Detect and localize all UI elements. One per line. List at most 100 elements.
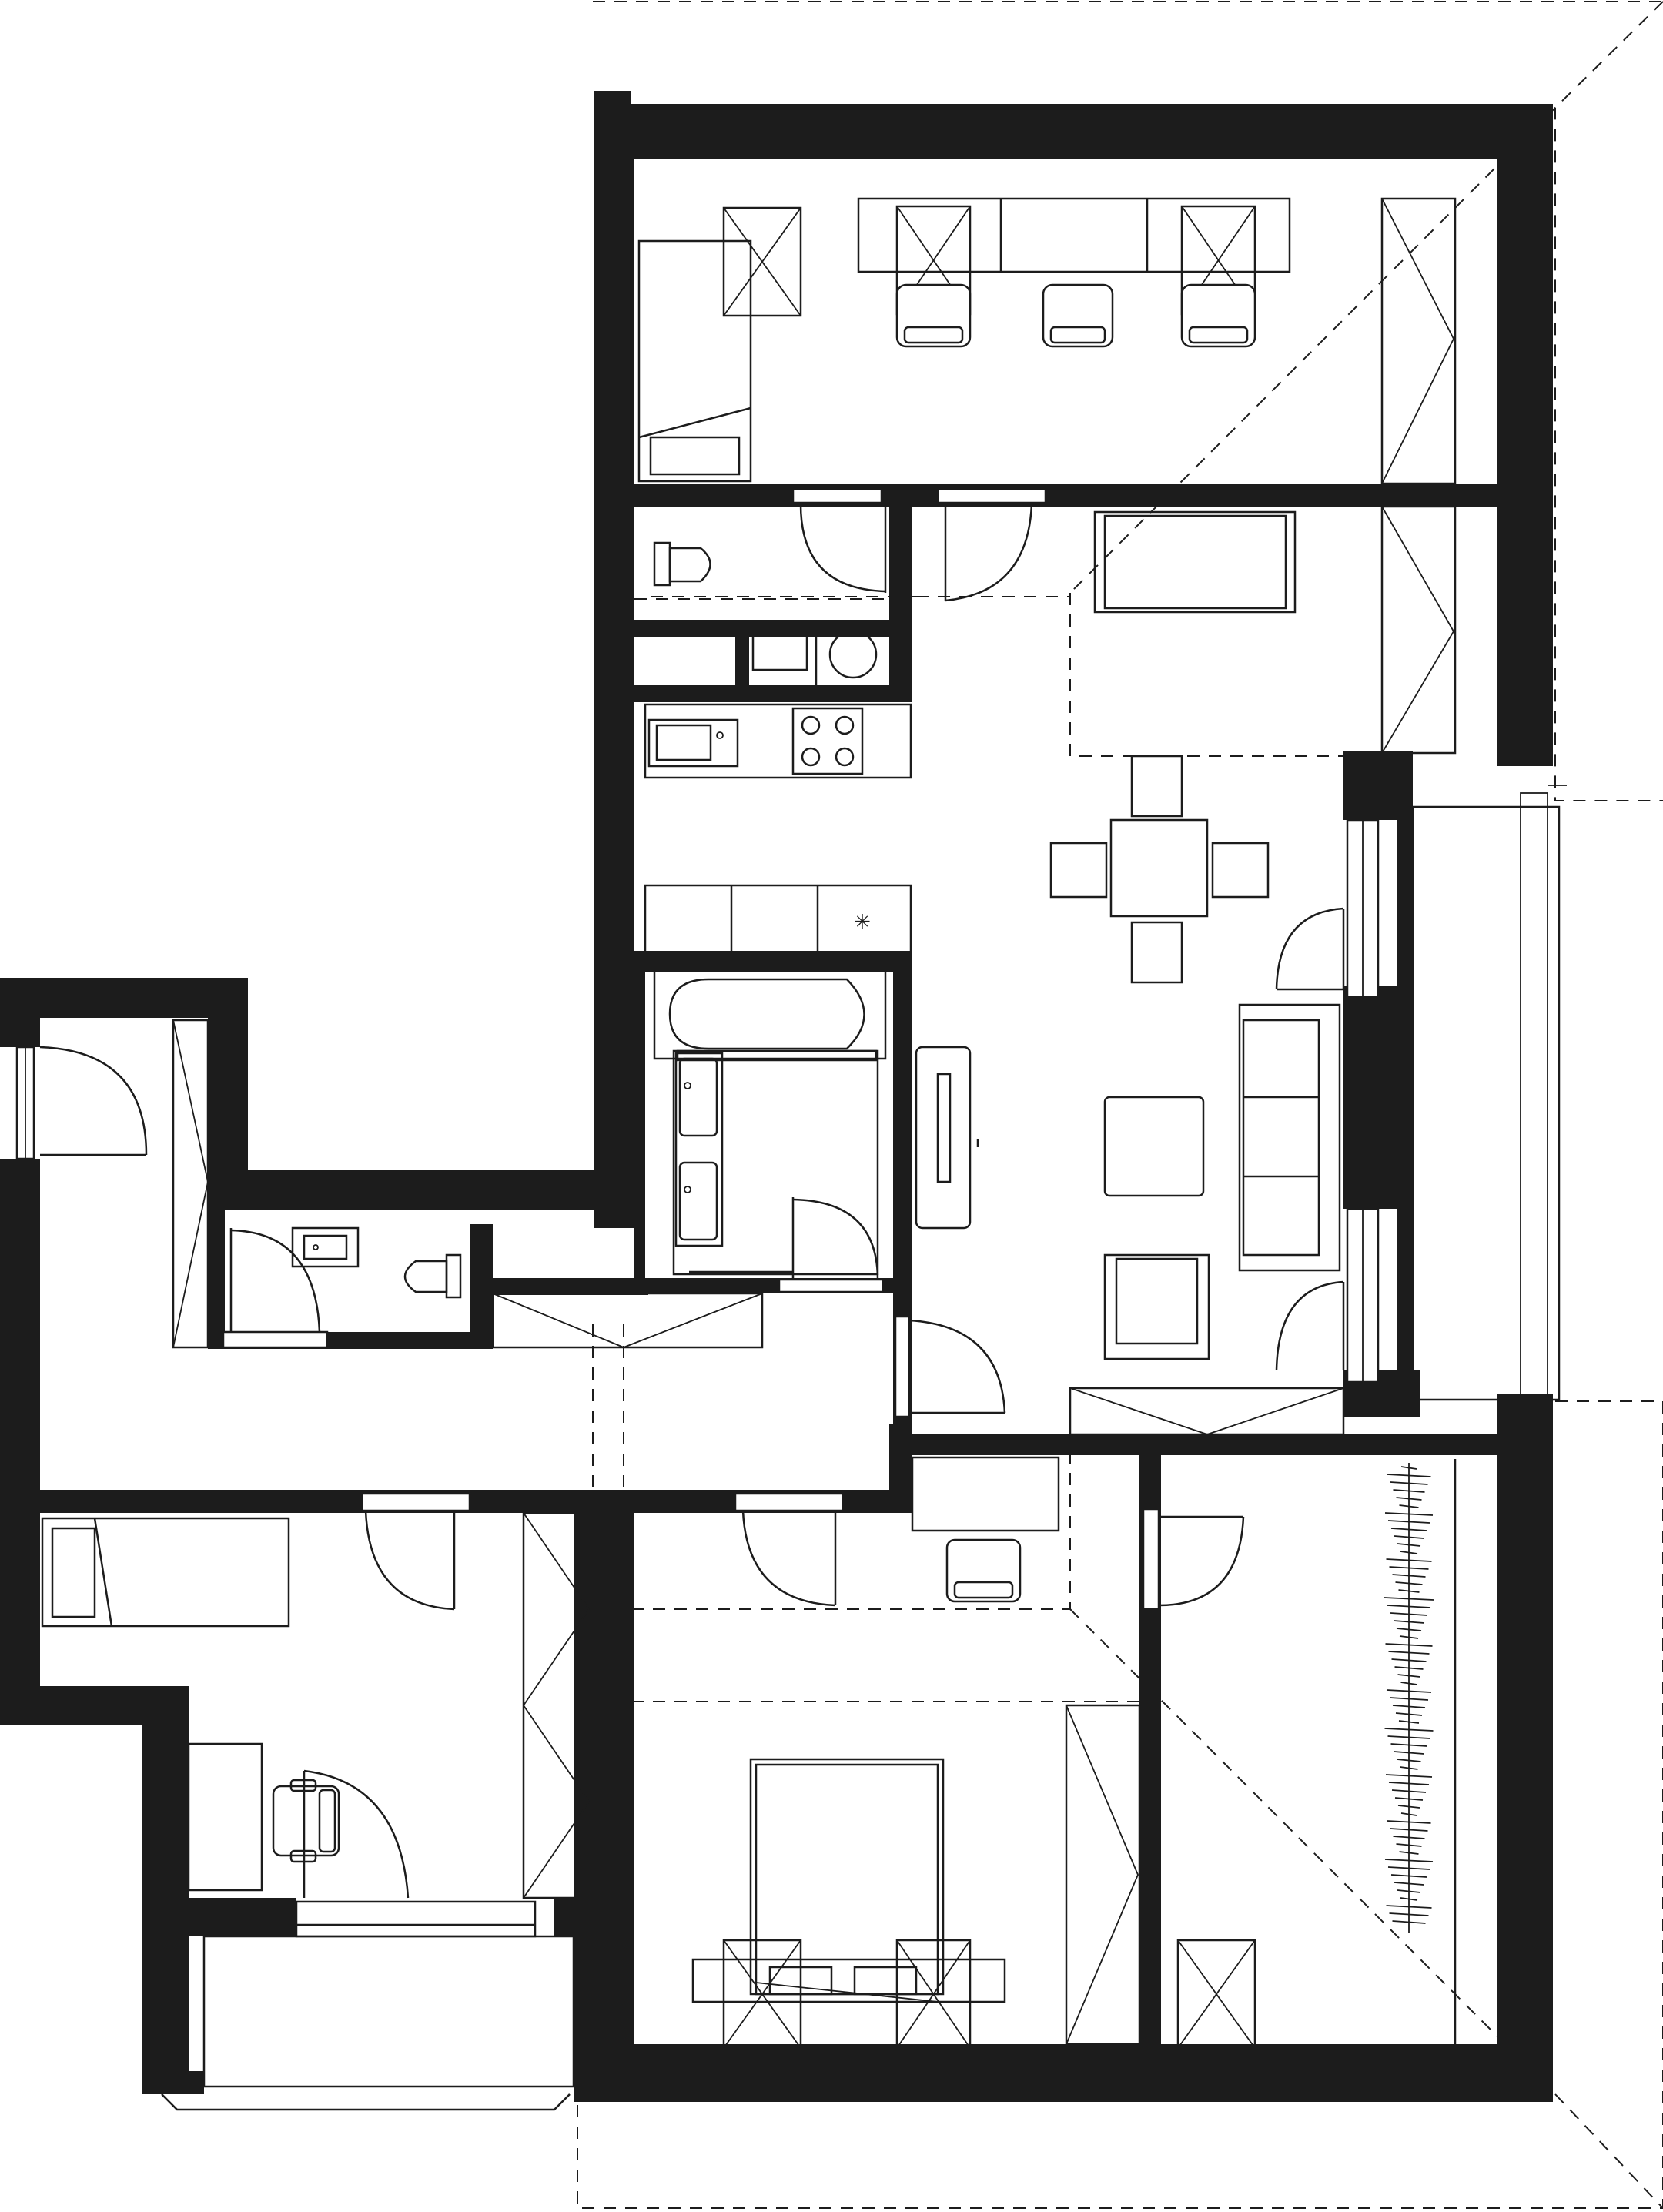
toilet bbox=[403, 1253, 462, 1299]
bathroom-floor bbox=[672, 1049, 879, 1276]
bedroom-bottom bbox=[691, 1456, 1141, 2050]
hanger bbox=[1394, 1751, 1424, 1755]
wash-basin bbox=[291, 1226, 360, 1268]
entry-door[interactable] bbox=[39, 1046, 148, 1156]
desk bbox=[911, 1456, 1060, 1532]
hanger bbox=[1392, 1920, 1426, 1924]
coffee-table bbox=[1103, 1096, 1205, 1197]
hanger bbox=[1386, 1905, 1432, 1909]
bedroom-bottom-door[interactable] bbox=[734, 1492, 845, 1607]
hanger bbox=[1389, 1697, 1429, 1701]
hanger bbox=[1384, 1859, 1434, 1862]
chair bbox=[1211, 842, 1270, 899]
balcony-door-left[interactable] bbox=[303, 1769, 410, 1899]
hanger bbox=[1394, 1797, 1424, 1801]
desk bbox=[187, 1742, 263, 1892]
hanger bbox=[1399, 1851, 1419, 1855]
hanger bbox=[1390, 1612, 1428, 1616]
tv-console bbox=[915, 1046, 972, 1230]
wc-left-door[interactable] bbox=[222, 1228, 329, 1349]
hanger bbox=[1392, 1574, 1426, 1578]
sink bbox=[647, 718, 739, 768]
armchair bbox=[1103, 1253, 1210, 1360]
hanger bbox=[1396, 1497, 1422, 1501]
single-bed bbox=[41, 1517, 290, 1628]
hanger bbox=[1398, 1720, 1420, 1724]
hanger bbox=[1387, 1605, 1431, 1608]
double-sink bbox=[674, 1052, 724, 1247]
bedroom-left-door[interactable] bbox=[360, 1492, 471, 1611]
hanger bbox=[1390, 1743, 1427, 1747]
hanger bbox=[1385, 1643, 1433, 1647]
hanger bbox=[1400, 1682, 1417, 1685]
hanger bbox=[1388, 1651, 1430, 1655]
hanger bbox=[1395, 1712, 1423, 1716]
wc-left bbox=[291, 1226, 462, 1299]
hanger bbox=[1387, 1520, 1430, 1524]
chair bbox=[1130, 755, 1183, 818]
desk bbox=[857, 197, 1291, 273]
hanger bbox=[1389, 1912, 1429, 1916]
hanger bbox=[1395, 1581, 1423, 1585]
wardrobe bbox=[1380, 505, 1457, 755]
bedroom-left bbox=[41, 1511, 594, 2111]
hanger bbox=[1393, 1620, 1425, 1624]
sofa bbox=[1238, 1003, 1341, 1272]
cooktop bbox=[791, 707, 864, 775]
hanger bbox=[1384, 1512, 1434, 1516]
kitchen-lower-cabinets bbox=[644, 884, 912, 956]
chair bbox=[1049, 842, 1108, 899]
balcony bbox=[1411, 805, 1561, 1401]
hanger bbox=[1397, 1805, 1420, 1809]
hanger bbox=[1394, 1882, 1424, 1886]
hanger bbox=[1386, 1558, 1432, 1562]
hanger bbox=[1387, 1735, 1430, 1739]
hanger bbox=[1397, 1674, 1420, 1678]
hanger bbox=[1394, 1535, 1424, 1539]
hanger bbox=[1391, 1658, 1427, 1662]
radiator bbox=[295, 1900, 537, 1938]
hanger bbox=[1396, 1628, 1422, 1631]
wc-door[interactable] bbox=[791, 487, 887, 593]
hanger bbox=[1399, 1635, 1419, 1639]
sofa bbox=[1093, 510, 1297, 614]
hanger bbox=[1397, 1889, 1421, 1893]
hanger bbox=[1393, 1836, 1425, 1839]
hanger bbox=[1386, 1689, 1432, 1693]
hanger bbox=[1388, 1782, 1430, 1785]
hanger bbox=[1385, 1774, 1433, 1778]
wardrobe bbox=[1065, 1704, 1141, 2046]
hanger bbox=[1400, 1466, 1417, 1470]
storage-room bbox=[1176, 1459, 1457, 2050]
hanger bbox=[1399, 1504, 1419, 1508]
hanger bbox=[1393, 1489, 1425, 1493]
storage-door[interactable] bbox=[1142, 1508, 1245, 1611]
bed-headboard bbox=[691, 1958, 1006, 2003]
kitchen: ✳ bbox=[644, 703, 912, 956]
hanger bbox=[1396, 1843, 1422, 1847]
toilet bbox=[653, 541, 711, 587]
windows bbox=[15, 785, 1567, 1417]
hanger bbox=[1390, 1828, 1428, 1832]
washing-machine bbox=[828, 630, 878, 679]
living-room-door[interactable] bbox=[894, 1315, 1006, 1418]
hanger bbox=[1387, 1820, 1431, 1824]
hanger bbox=[1384, 1728, 1434, 1732]
chair bbox=[1042, 283, 1114, 348]
bathroom bbox=[653, 969, 887, 1276]
doors[interactable] bbox=[39, 487, 1345, 1899]
single-bed bbox=[637, 239, 752, 483]
balcony-door[interactable] bbox=[1275, 907, 1345, 991]
bedroom-door[interactable] bbox=[936, 487, 1047, 602]
oven-icon: ✳ bbox=[854, 911, 871, 934]
tv bbox=[936, 1073, 952, 1183]
balcony-door[interactable] bbox=[1275, 1280, 1345, 1371]
entry-hall bbox=[172, 1019, 764, 1349]
chair bbox=[1180, 283, 1256, 348]
office-chair bbox=[945, 1538, 1022, 1603]
hanger bbox=[1390, 1481, 1428, 1485]
bathroom-door[interactable] bbox=[778, 1197, 885, 1293]
walls bbox=[0, 91, 1553, 2102]
hanger bbox=[1398, 1589, 1420, 1593]
